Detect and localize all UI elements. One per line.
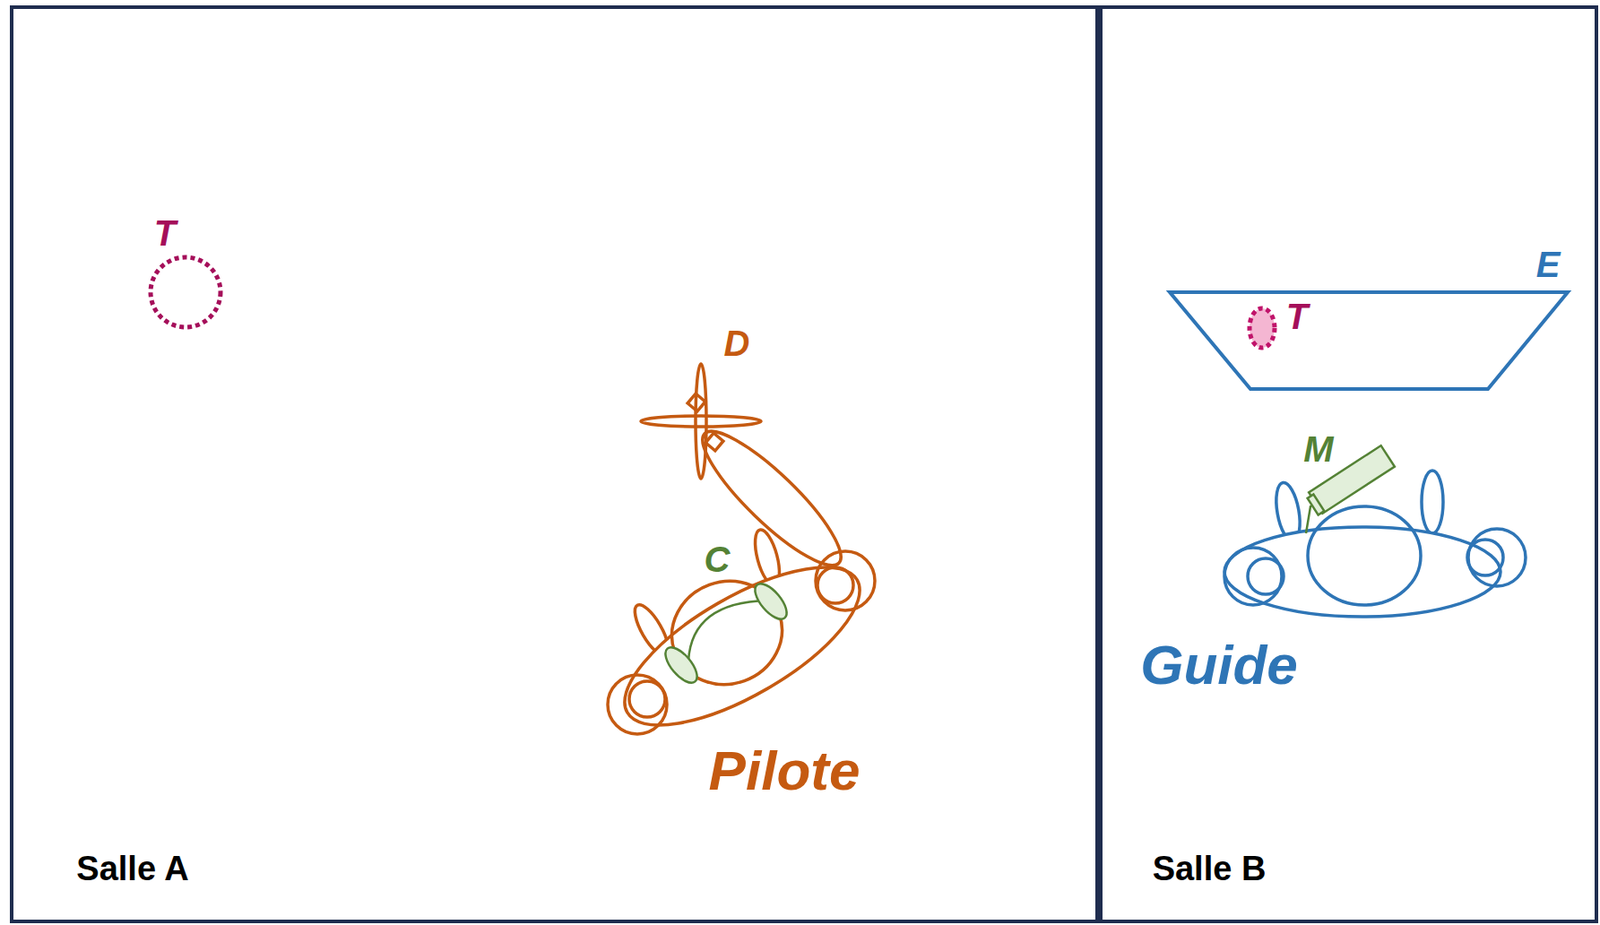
room-label: Salle B <box>1152 851 1267 886</box>
figure-node: Pilote <box>604 505 891 793</box>
shape-label: Guide <box>1140 637 1298 693</box>
target-marker <box>1249 308 1275 348</box>
shape-label: E <box>1536 246 1561 283</box>
pilot-hand <box>817 567 854 604</box>
room-box: Salle A T D Pilote <box>9 5 1099 924</box>
pilot-hand <box>815 551 875 611</box>
shape-label: Pilote <box>709 743 861 799</box>
shape-label: T <box>1286 298 1308 335</box>
shape-node: ET <box>1169 292 1568 390</box>
headset-pad <box>659 642 703 689</box>
drone-symbol <box>640 363 762 479</box>
shape-outline <box>147 254 224 330</box>
headset-symbol <box>659 579 793 689</box>
guide-hand <box>1224 547 1282 606</box>
guide-figure <box>1224 470 1526 617</box>
guide-head <box>1307 506 1421 606</box>
shape-label: T <box>154 215 176 251</box>
shape-label: D <box>724 325 751 362</box>
shape-outline <box>1169 292 1568 390</box>
headset-band <box>688 600 768 661</box>
guide-hand <box>1468 528 1526 587</box>
guide-body <box>1224 527 1501 617</box>
figure-node: D <box>641 363 768 490</box>
pilot-head <box>657 565 797 701</box>
shape-outline <box>1246 305 1278 351</box>
pilot-figure <box>602 415 882 755</box>
shape-node: T <box>1246 305 1278 351</box>
headset-pad <box>749 579 793 625</box>
screen-outline <box>1169 292 1568 390</box>
drone-propeller <box>695 363 707 479</box>
guide-foot <box>1421 470 1444 534</box>
drone-arm <box>705 432 724 451</box>
microphone-clip <box>1307 494 1325 516</box>
guide-hand <box>1247 558 1284 595</box>
pilot-body <box>602 536 882 755</box>
target-circle <box>150 257 221 328</box>
pilot-hand <box>629 681 666 718</box>
room-box: Salle BETGuide <box>1098 5 1599 924</box>
figure-node: Guide <box>1222 478 1537 694</box>
shape-node: T <box>147 254 224 330</box>
room-label: Salle A <box>76 851 189 886</box>
guide-hand <box>1467 539 1504 576</box>
part-label: C <box>704 541 731 578</box>
pilot-hand <box>607 674 667 735</box>
part-label: M <box>1303 431 1333 468</box>
drone-propeller <box>640 415 762 427</box>
